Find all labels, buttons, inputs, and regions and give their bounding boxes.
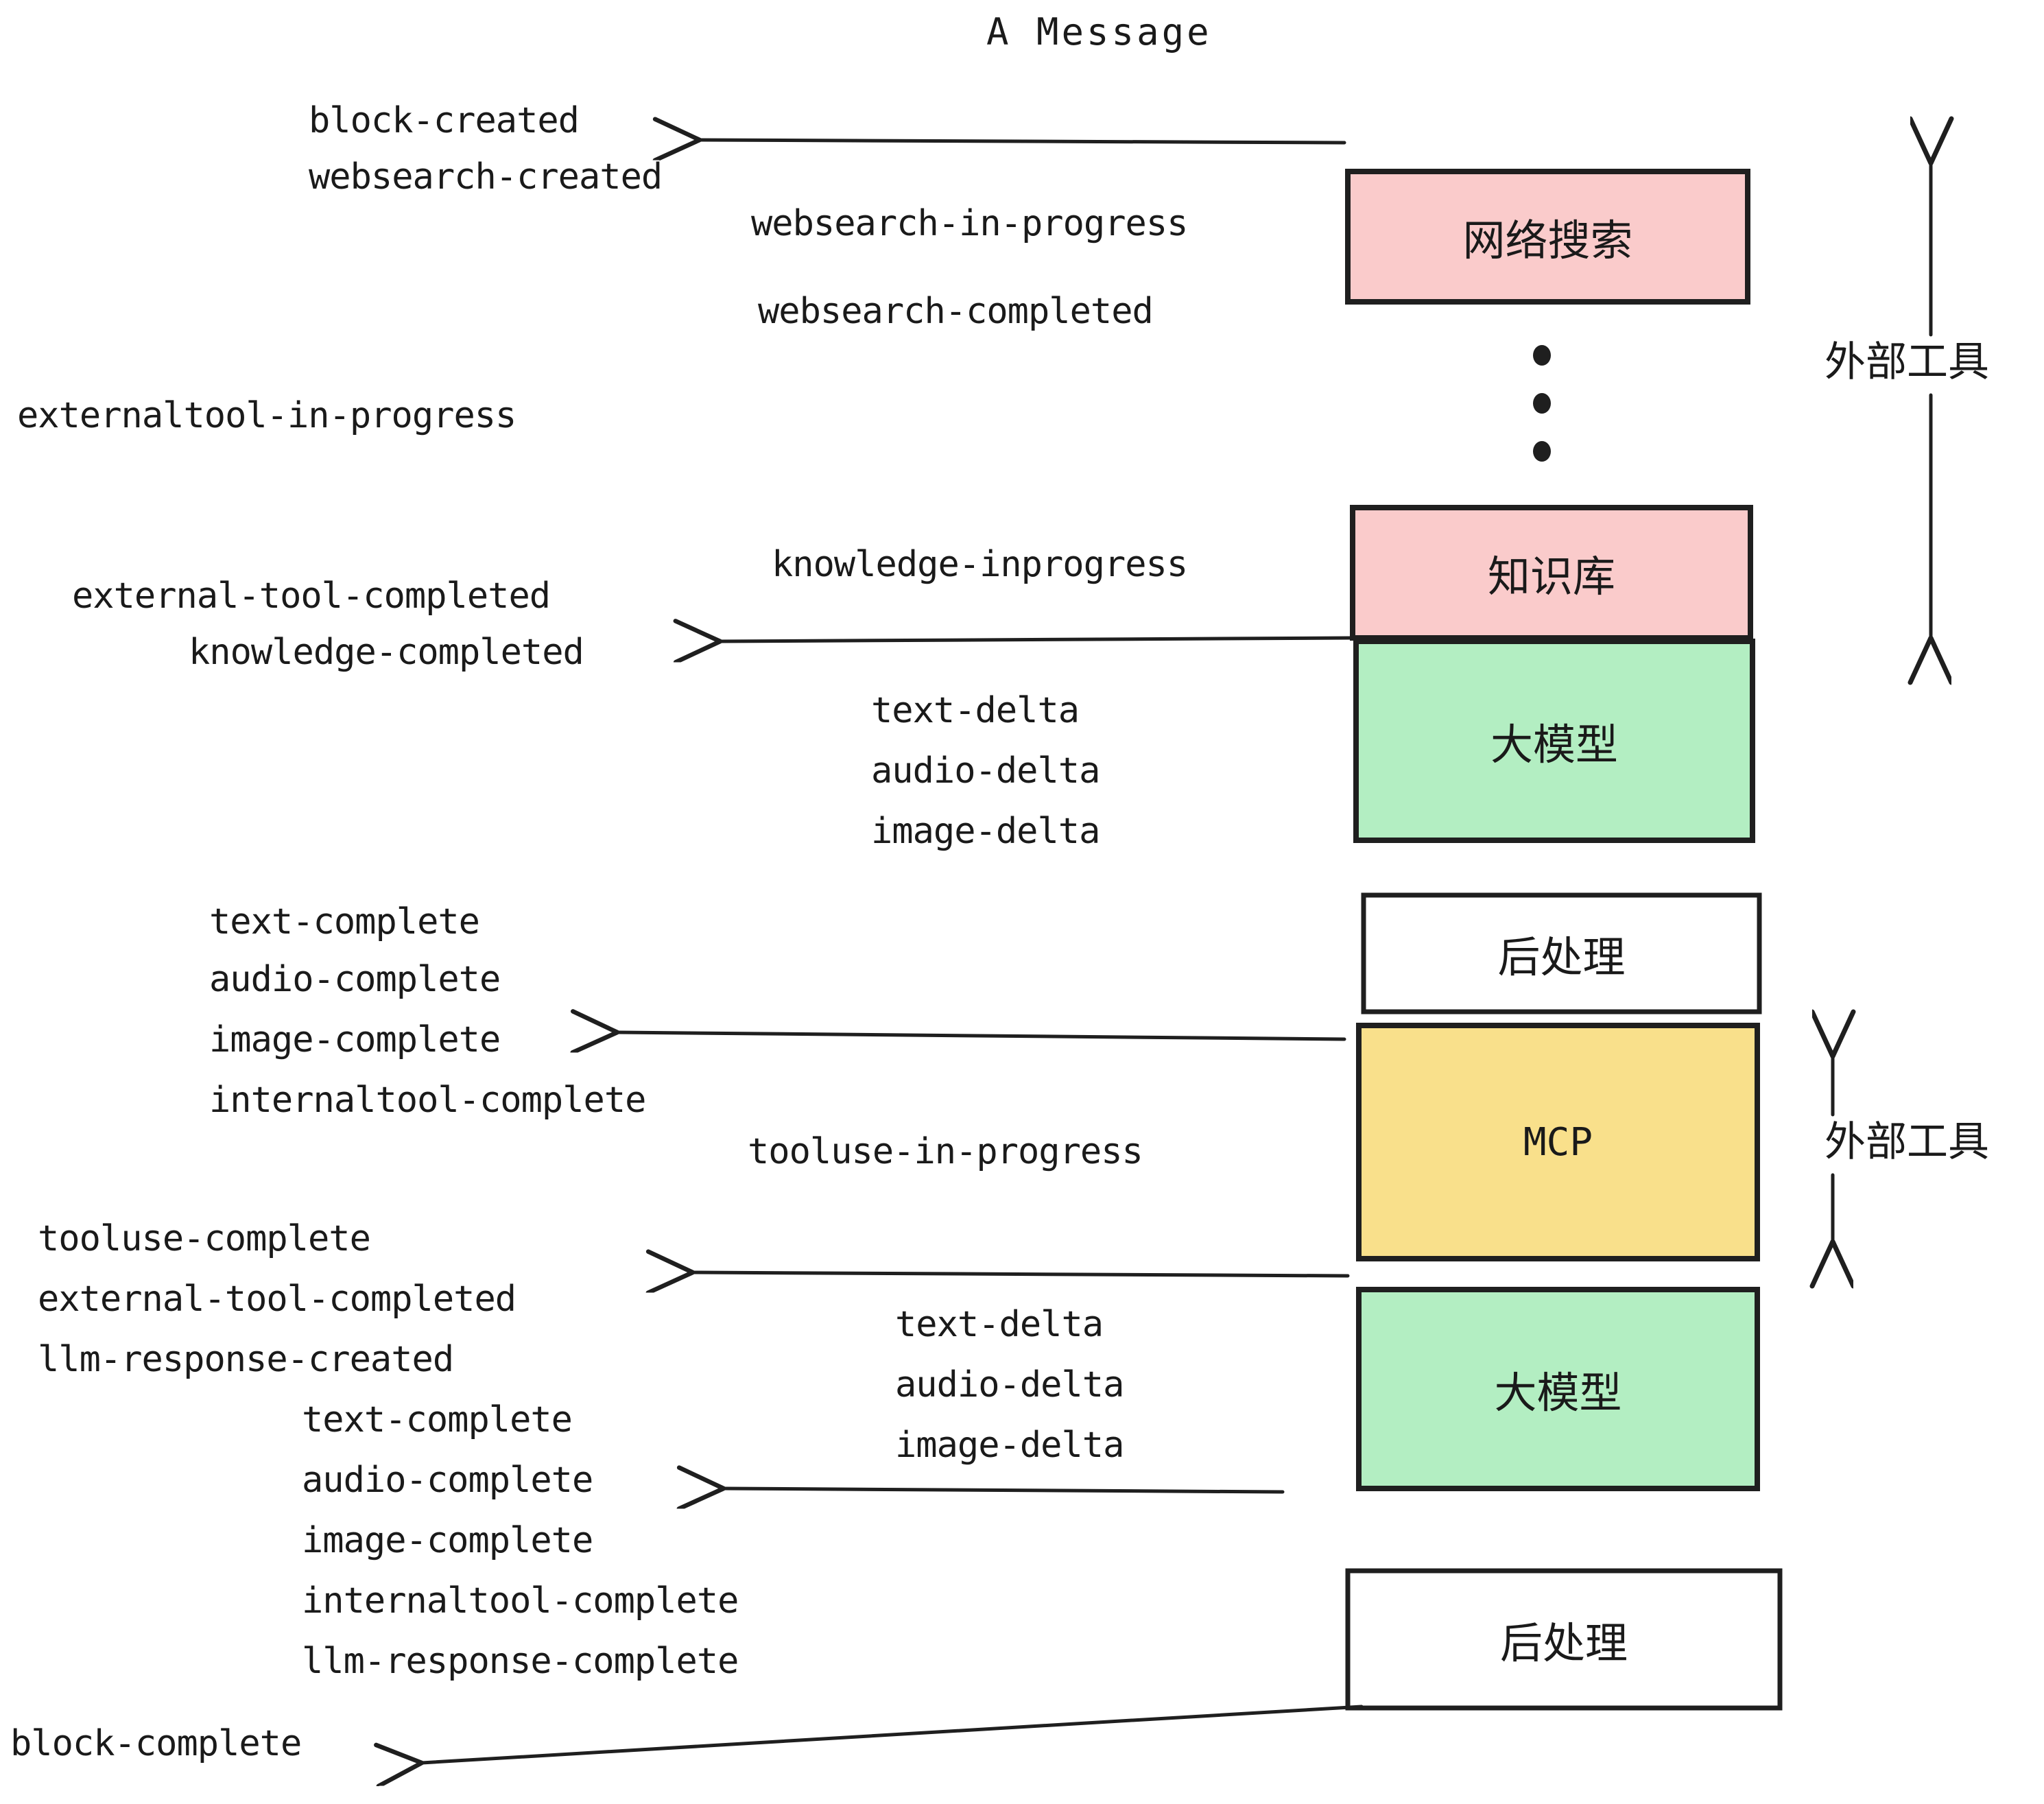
event-label-audio-complete: audio-complete bbox=[302, 1460, 593, 1501]
box-llm-top bbox=[1353, 639, 1755, 843]
event-label-text-complete: text-complete bbox=[209, 901, 480, 942]
event-label-websearch-in-progress: websearch-in-progress bbox=[751, 203, 1188, 244]
arrow-block-created bbox=[700, 140, 1346, 143]
side-label-external-tool-upper: 外部工具 bbox=[1825, 338, 1989, 386]
box-postprocess-top bbox=[1361, 892, 1762, 1014]
side-label-external-tool-lower: 外部工具 bbox=[1825, 1118, 1989, 1166]
event-label-audio-complete: audio-complete bbox=[209, 959, 501, 1000]
event-label-websearch-created: websearch-created bbox=[309, 156, 663, 198]
event-label-text-complete: text-complete bbox=[302, 1399, 573, 1440]
event-label-tooluse-complete: tooluse-complete bbox=[38, 1218, 371, 1259]
diagram-title: A Message bbox=[986, 10, 1212, 54]
event-label-text-delta: text-delta bbox=[895, 1304, 1104, 1345]
event-label-audio-delta: audio-delta bbox=[895, 1364, 1124, 1405]
event-label-external-tool-completed: external-tool-completed bbox=[38, 1279, 516, 1320]
ellipsis-dot-3 bbox=[1533, 441, 1551, 462]
event-label-block-complete: block-complete bbox=[10, 1723, 302, 1764]
event-label-websearch-completed: websearch-completed bbox=[758, 291, 1154, 332]
event-arrows bbox=[422, 140, 1364, 1763]
event-label-audio-delta: audio-delta bbox=[871, 750, 1100, 792]
ellipsis-dot-1 bbox=[1533, 345, 1551, 366]
box-websearch bbox=[1345, 169, 1750, 305]
event-label-text-delta: text-delta bbox=[871, 690, 1080, 731]
event-label-internaltool-complete: internaltool-complete bbox=[302, 1580, 739, 1622]
event-label-image-delta: image-delta bbox=[895, 1425, 1124, 1466]
event-label-external-tool-completed: external-tool-completed bbox=[72, 575, 551, 617]
box-llm-bottom bbox=[1356, 1287, 1760, 1491]
event-label-tooluse-in-progress: tooluse-in-progress bbox=[748, 1131, 1143, 1172]
box-knowledge bbox=[1350, 505, 1753, 641]
event-label-internaltool-complete: internaltool-complete bbox=[209, 1080, 646, 1121]
arrow-tooluse-complete bbox=[693, 1272, 1350, 1276]
event-label-llm-response-complete: llm-response-complete bbox=[302, 1641, 739, 1682]
arrow-knowledge-done bbox=[720, 638, 1353, 641]
event-label-knowledge-completed: knowledge-completed bbox=[189, 632, 584, 673]
box-postprocess-bot bbox=[1345, 1568, 1783, 1711]
box-shapes bbox=[1345, 169, 1783, 1711]
event-label-image-delta: image-delta bbox=[871, 811, 1100, 852]
arrow-image-complete bbox=[617, 1032, 1346, 1039]
box-mcp bbox=[1356, 1023, 1760, 1261]
arrow-block-complete bbox=[422, 1705, 1364, 1763]
ellipsis-dots bbox=[1533, 345, 1551, 462]
event-label-knowledge-inprogress: knowledge-inprogress bbox=[772, 544, 1188, 585]
arrow-audio-complete bbox=[724, 1488, 1285, 1492]
ellipsis-dot-2 bbox=[1533, 393, 1551, 414]
event-label-image-complete: image-complete bbox=[209, 1019, 501, 1060]
event-label-externaltool-in-progress: externaltool-in-progress bbox=[17, 395, 516, 436]
event-label-llm-response-created: llm-response-created bbox=[38, 1339, 454, 1380]
event-label-image-complete: image-complete bbox=[302, 1520, 593, 1561]
event-label-block-created: block-created bbox=[309, 100, 580, 141]
side-annotation-arrows bbox=[1833, 163, 1931, 1242]
